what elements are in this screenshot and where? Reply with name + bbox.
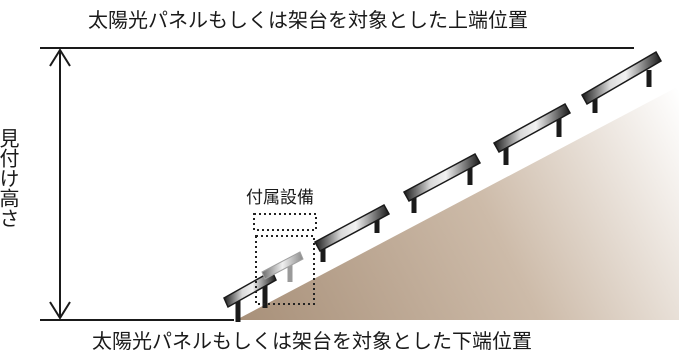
- accessory-label-box: [253, 213, 317, 231]
- panel-array-5: [580, 50, 663, 113]
- bottom-edge-label: 太陽光パネルもしくは架台を対象とした下端位置: [92, 329, 532, 353]
- visible-height-label: 見付け高さ: [0, 128, 20, 228]
- panel-array-2: [313, 203, 391, 262]
- height-arrow: [49, 48, 71, 320]
- slope-ground: [236, 86, 679, 320]
- panel-array-3: [402, 152, 482, 213]
- accessory-outline-box: [255, 235, 315, 305]
- accessory-equipment: [261, 251, 304, 282]
- accessory-label: 付属設備: [246, 188, 314, 208]
- top-edge-label: 太陽光パネルもしくは架台を対象とした上端位置: [88, 8, 528, 32]
- panel-array-4: [492, 102, 572, 165]
